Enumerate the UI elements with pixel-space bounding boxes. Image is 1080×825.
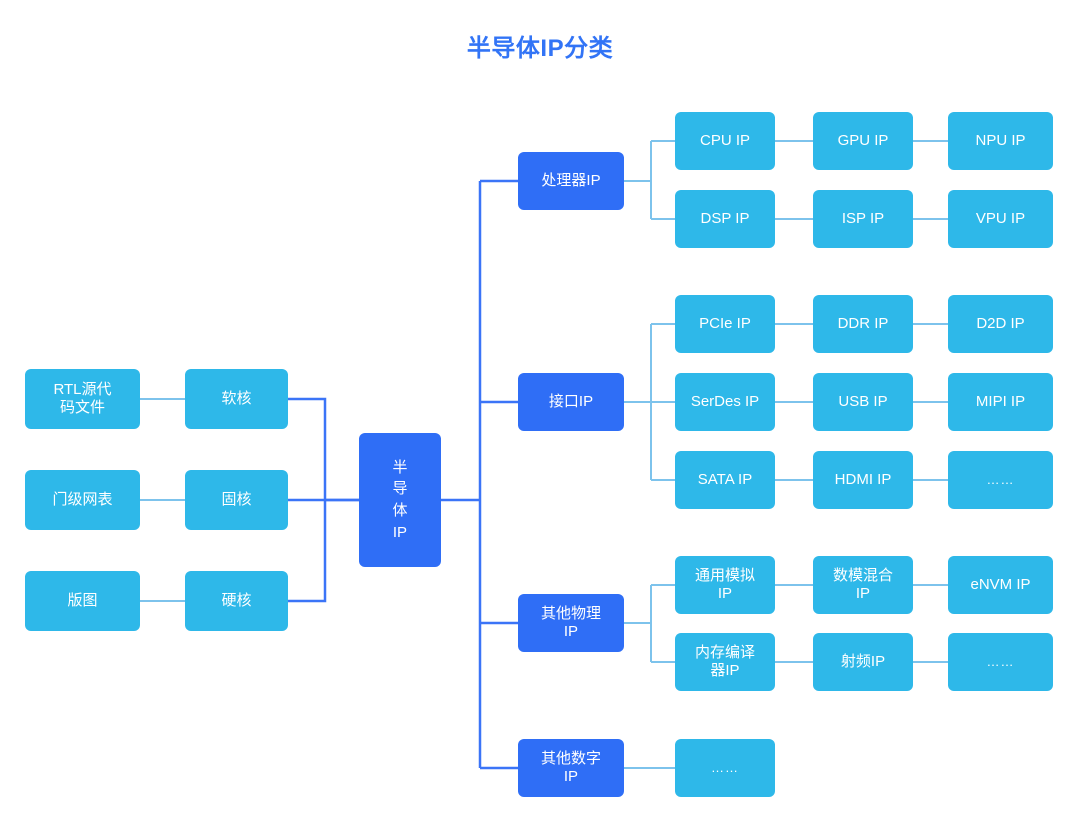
node-leaf-envm[interactable]: eNVM IP xyxy=(948,556,1053,614)
node-leaf-sata[interactable]: SATA IP xyxy=(675,451,775,509)
node-leaf-serdes[interactable]: SerDes IP xyxy=(675,373,775,431)
node-leaf-vpu[interactable]: VPU IP xyxy=(948,190,1053,248)
node-category-other-digital[interactable]: 其他数字 IP xyxy=(518,739,624,797)
node-leaf-isp[interactable]: ISP IP xyxy=(813,190,913,248)
node-leaf-rf[interactable]: 射频IP xyxy=(813,633,913,691)
node-category-processor[interactable]: 处理器IP xyxy=(518,152,624,210)
node-source-layout[interactable]: 版图 xyxy=(25,571,140,631)
node-leaf-interface-more[interactable]: …… xyxy=(948,451,1053,509)
node-category-interface[interactable]: 接口IP xyxy=(518,373,624,431)
node-leaf-memory-compiler[interactable]: 内存编译 器IP xyxy=(675,633,775,691)
node-leaf-gpu[interactable]: GPU IP xyxy=(813,112,913,170)
node-core-hard[interactable]: 硬核 xyxy=(185,571,288,631)
node-leaf-npu[interactable]: NPU IP xyxy=(948,112,1053,170)
node-category-other-physical[interactable]: 其他物理 IP xyxy=(518,594,624,652)
node-leaf-mixed-signal[interactable]: 数模混合 IP xyxy=(813,556,913,614)
node-leaf-d2d[interactable]: D2D IP xyxy=(948,295,1053,353)
node-leaf-pcie[interactable]: PCIe IP xyxy=(675,295,775,353)
node-core-firm[interactable]: 固核 xyxy=(185,470,288,530)
node-leaf-digital-more[interactable]: …… xyxy=(675,739,775,797)
page-title: 半导体IP分类 xyxy=(466,35,614,62)
node-leaf-physical-more[interactable]: …… xyxy=(948,633,1053,691)
node-leaf-usb[interactable]: USB IP xyxy=(813,373,913,431)
node-leaf-ddr[interactable]: DDR IP xyxy=(813,295,913,353)
node-leaf-hdmi[interactable]: HDMI IP xyxy=(813,451,913,509)
node-core-soft[interactable]: 软核 xyxy=(185,369,288,429)
node-leaf-cpu[interactable]: CPU IP xyxy=(675,112,775,170)
node-leaf-mipi[interactable]: MIPI IP xyxy=(948,373,1053,431)
node-source-netlist[interactable]: 门级网表 xyxy=(25,470,140,530)
node-source-rtl[interactable]: RTL源代 码文件 xyxy=(25,369,140,429)
node-leaf-general-analog[interactable]: 通用模拟 IP xyxy=(675,556,775,614)
node-leaf-dsp[interactable]: DSP IP xyxy=(675,190,775,248)
node-root[interactable]: 半 导 体 IP xyxy=(359,433,441,567)
